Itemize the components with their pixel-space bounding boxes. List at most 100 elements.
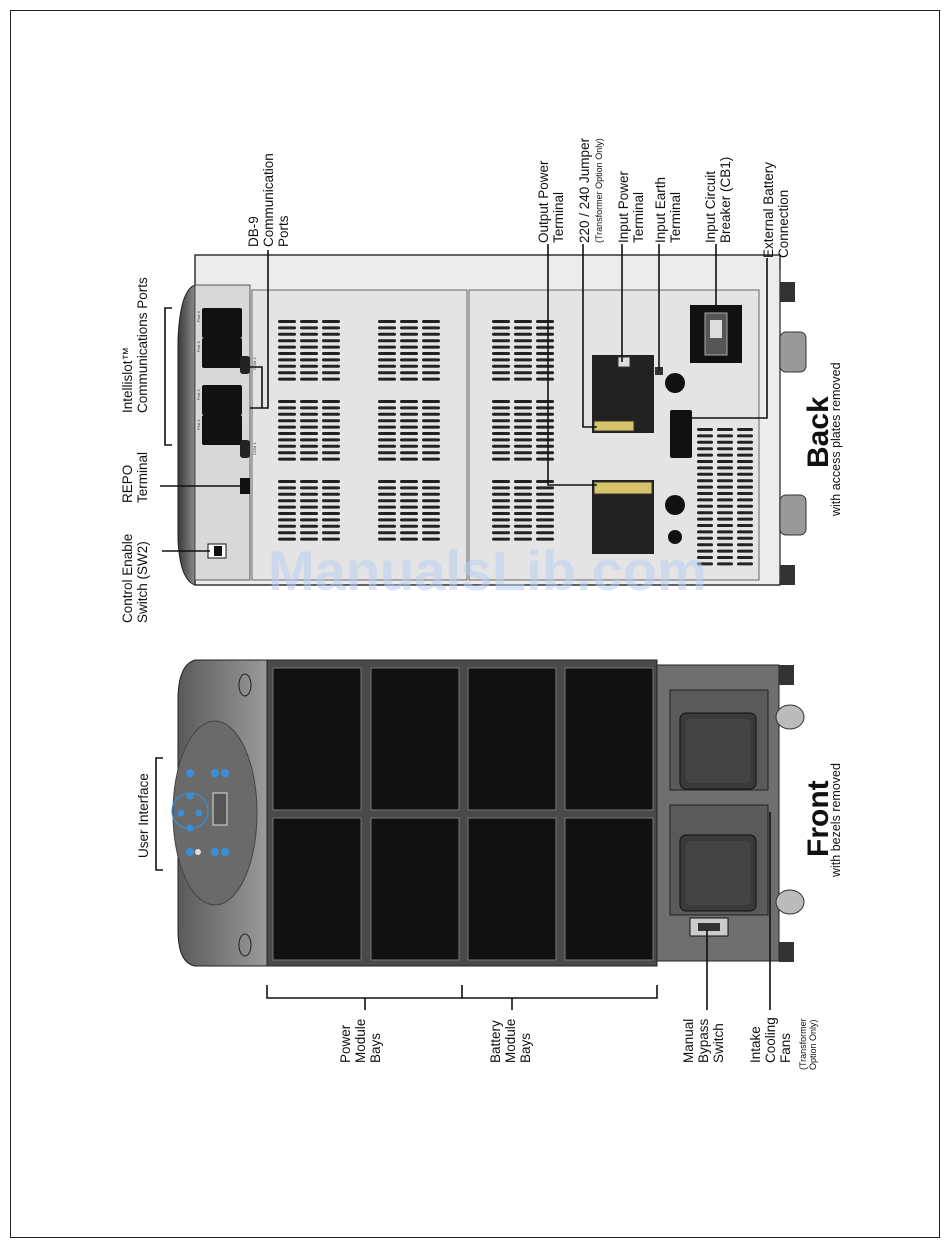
button-icon	[186, 792, 194, 800]
vent-slot	[400, 419, 418, 423]
vent-slot	[536, 419, 554, 423]
vent-slot	[378, 537, 396, 541]
vent-slot	[717, 479, 733, 483]
button-icon	[221, 848, 229, 856]
vent-slot	[300, 499, 318, 503]
vent-slot	[422, 352, 440, 355]
vent-slot	[514, 406, 532, 410]
vent-slot	[737, 479, 753, 483]
vent-slot	[300, 518, 318, 522]
vent-slot	[492, 326, 510, 330]
vent-slot	[400, 406, 418, 410]
button-icon	[177, 809, 185, 817]
vent-slot	[422, 326, 440, 330]
vent-slot	[400, 438, 418, 442]
vent-slot	[278, 486, 296, 490]
vent-slot	[300, 320, 318, 323]
vent-slot	[492, 432, 510, 435]
back-labels: Control Enable Switch (SW2) REPO Termina…	[120, 137, 843, 623]
vent-slot	[717, 543, 733, 547]
vent-slot	[378, 486, 396, 490]
vent-slot	[378, 505, 396, 509]
vent-slot	[536, 438, 554, 442]
vent-slot	[400, 377, 418, 381]
vent-slot	[697, 466, 713, 470]
back-view-subtitle: with access plates removed	[829, 362, 843, 517]
module-bay	[370, 817, 460, 961]
vent-slot	[717, 485, 733, 489]
vent-slot	[697, 485, 713, 489]
vent-slot	[322, 412, 340, 416]
vent-slot	[300, 432, 318, 435]
vent-slot	[514, 358, 532, 362]
back-leader-lines	[160, 244, 768, 552]
vent-slot	[400, 492, 418, 496]
vent-slot	[422, 518, 440, 522]
module-bay	[370, 667, 460, 811]
port-marking: Port 2	[196, 389, 201, 400]
input-earth-terminal	[655, 367, 663, 375]
vent-slot	[717, 556, 733, 559]
label-intake-fans-note: (Transformer Option Only)	[798, 1016, 818, 1070]
vent-slot	[278, 531, 296, 535]
vent-slot	[514, 451, 532, 455]
vent-slot	[400, 518, 418, 522]
vent-slot	[278, 499, 296, 503]
vent-slot	[514, 438, 532, 442]
vent-slot	[278, 364, 296, 368]
label-output-power-terminal: Output Power Terminal	[536, 157, 566, 243]
vent-slot	[492, 486, 510, 490]
vent-slot	[697, 543, 713, 547]
vent-slot	[322, 345, 340, 349]
vent-slot	[278, 412, 296, 416]
vent-slot	[536, 339, 554, 343]
vent-slot	[422, 371, 440, 375]
vent-slot	[422, 512, 440, 515]
vent-slot	[697, 434, 713, 438]
vent-slot	[278, 444, 296, 448]
vent-slot	[536, 406, 554, 410]
vent-slot	[422, 332, 440, 336]
vent-slot	[378, 492, 396, 496]
vent-slot	[278, 326, 296, 330]
vent-slot	[737, 543, 753, 547]
vent-slot	[378, 326, 396, 330]
vent-slot	[378, 364, 396, 368]
port-marking: Port 1	[196, 419, 201, 430]
vent-slot	[514, 400, 532, 403]
db9-port-1	[240, 440, 250, 458]
vent-slot	[514, 531, 532, 535]
vent-slot	[278, 438, 296, 442]
vent-slot	[492, 332, 510, 336]
vent-slot	[322, 451, 340, 455]
vent-slot	[697, 504, 713, 508]
vent-slot	[378, 332, 396, 336]
vent-slot	[300, 406, 318, 410]
vent-slot	[278, 537, 296, 541]
vent-slot	[737, 504, 753, 508]
vent-slot	[378, 406, 396, 410]
vent-slot	[322, 406, 340, 410]
vent-slot	[717, 511, 733, 515]
vent-slot	[300, 358, 318, 362]
vent-slot	[322, 339, 340, 343]
vent-slot	[737, 428, 753, 431]
vent-slot	[697, 472, 713, 476]
vent-slot	[717, 460, 733, 463]
vent-slot	[717, 440, 733, 444]
caster	[779, 494, 807, 536]
vent-slot	[717, 504, 733, 508]
vent-slot	[492, 524, 510, 528]
vent-slot	[514, 480, 532, 483]
vent-slot	[536, 480, 554, 483]
vent-slot	[492, 371, 510, 375]
vent-slot	[300, 371, 318, 375]
vent-slot	[737, 536, 753, 540]
watermark: ManualsLib.com	[268, 539, 707, 602]
port-marking: COM 1	[252, 442, 257, 455]
vent-slot	[514, 486, 532, 490]
vent-slot	[422, 339, 440, 343]
vent-slot	[514, 444, 532, 448]
vent-slot	[536, 451, 554, 455]
vent-slot	[322, 492, 340, 496]
